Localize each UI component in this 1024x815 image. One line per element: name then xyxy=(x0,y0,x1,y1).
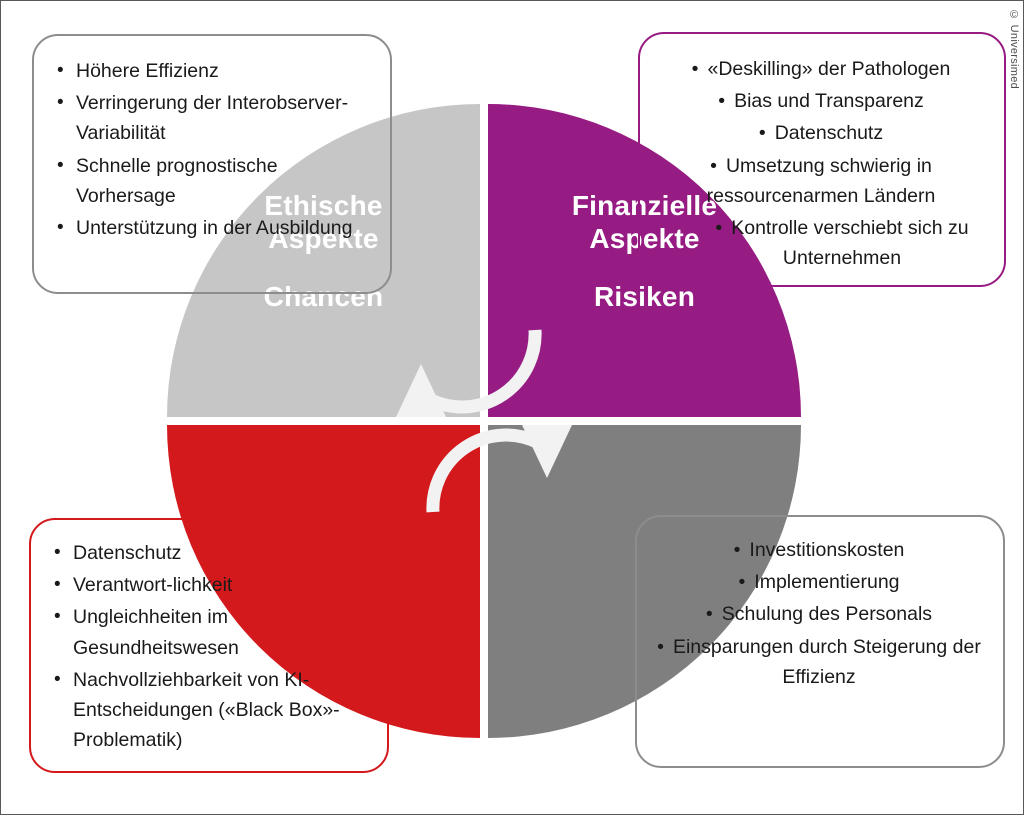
callout-finanzielle-aspekte[interactable]: •Investitionskosten •Implementierung •Sc… xyxy=(635,515,1005,768)
list-item-text: Implementierung xyxy=(754,571,900,594)
list-item-text: Datenschutz xyxy=(774,122,884,145)
callout-chancen-list: Höhere Effizienz Verringerung der Intero… xyxy=(54,56,372,243)
bullet-glyph: • xyxy=(718,90,726,113)
list-item: • Einsparungen durch Steigerung der Effiz… xyxy=(657,632,981,692)
bullet-glyph: • xyxy=(715,217,723,240)
bullet-glyph: • xyxy=(705,603,713,626)
list-item: Schnelle prognostische Vorhersage xyxy=(54,151,372,211)
list-item: Datenschutz xyxy=(51,538,369,568)
bullet-glyph: • xyxy=(710,154,717,177)
callout-ethische-aspekte[interactable]: Datenschutz Verantwort-lichkeit Ungleich… xyxy=(29,518,389,773)
list-item: • Schulung des Personals xyxy=(657,599,981,629)
list-item-text: Schulung des Personals xyxy=(721,603,933,626)
bullet-glyph: • xyxy=(733,539,741,561)
list-item: Höhere Effizienz xyxy=(54,56,372,86)
bullet-glyph: • xyxy=(657,635,664,658)
quadrant-label-chancen: Chancen xyxy=(263,281,384,312)
list-item: • Kontrolle verschiebt sich zu Unternehme… xyxy=(660,213,982,273)
callout-finanzielle-list: •Investitionskosten •Implementierung •Sc… xyxy=(657,535,981,692)
list-item: •Umsetzung schwierig in ressourcenarmen … xyxy=(660,151,982,211)
list-item: • Bias und Transparenz xyxy=(660,86,982,116)
list-item-text: Umsetzung schwierig in ressourcenarmen L… xyxy=(706,154,936,207)
list-item-text: Kontrolle verschiebt sich zu Unternehmen xyxy=(731,217,969,270)
callout-risiken[interactable]: • «Deskilling» der Pathologen • Bias und T… xyxy=(638,32,1006,287)
callout-risiken-list: • «Deskilling» der Pathologen • Bias und T… xyxy=(660,54,982,274)
quadrant-label-finanzielle-aspekte: Finanzielle Aspekte xyxy=(571,190,718,255)
bullet-glyph: • xyxy=(758,122,766,145)
list-item: Verringerung der Interobserver-Variabili… xyxy=(54,88,372,148)
list-item-text: Bias und Transparenz xyxy=(734,90,924,113)
list-item: • Investitionskosten xyxy=(657,535,981,565)
bullet-glyph: • xyxy=(691,58,699,80)
list-item-text: Investitionskosten xyxy=(749,539,905,561)
list-item: Verantwort-lichkeit xyxy=(51,570,369,600)
list-item: Nachvollziehbarkeit von KI-Entscheidunge… xyxy=(51,665,369,756)
callout-ethische-list: Datenschutz Verantwort-lichkeit Ungleich… xyxy=(51,538,369,756)
list-item: Ungleichheiten im Gesundheitswesen xyxy=(51,602,369,662)
list-item-text: «Deskilling» der Pathologen xyxy=(707,58,951,80)
callout-chancen[interactable]: Höhere Effizienz Verringerung der Intero… xyxy=(32,34,392,294)
list-item: • Implementierung xyxy=(657,567,981,597)
list-item: Unterstützung in der Ausbildung xyxy=(54,213,372,243)
copyright-notice: © Universimed xyxy=(1008,9,1020,90)
list-item-text: Einsparungen durch Steigerung der Effizi… xyxy=(672,635,981,688)
bullet-glyph: • xyxy=(738,571,746,594)
list-item: • «Deskilling» der Pathologen xyxy=(660,54,982,84)
list-item: • Datenschutz xyxy=(660,118,982,148)
quadrant-circle: Chancen Risiken Ethische Aspekte Finanzi… xyxy=(167,104,801,738)
